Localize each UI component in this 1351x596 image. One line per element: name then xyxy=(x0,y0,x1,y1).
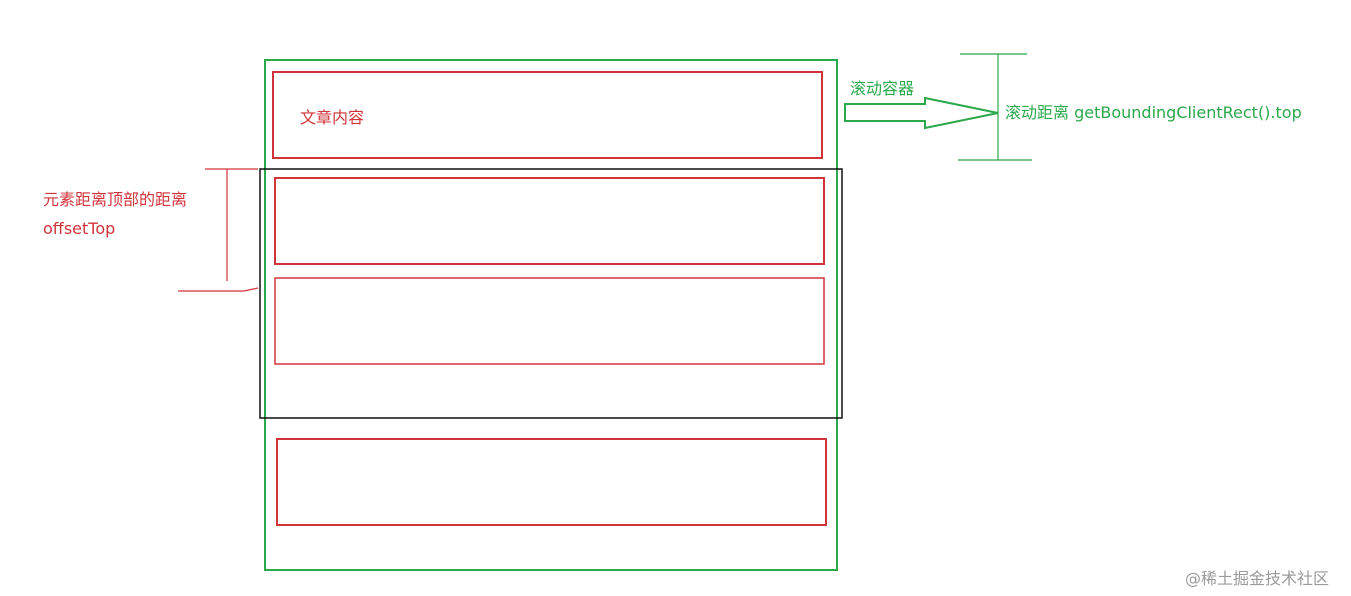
article-box-1 xyxy=(272,71,823,159)
article-box-2 xyxy=(274,177,825,265)
viewport-box xyxy=(259,168,843,419)
watermark: @稀土掘金技术社区 xyxy=(1185,569,1330,588)
scroll-container-box xyxy=(264,59,838,571)
article-box-4 xyxy=(276,438,827,526)
scroll-container-label: 滚动容器 xyxy=(850,79,915,98)
article-box-3 xyxy=(274,277,825,365)
scroll-distance-label: 滚动距离 getBoundingClientRect().top xyxy=(1005,103,1302,122)
offset-title-label: 元素距离顶部的距离 xyxy=(43,190,188,209)
article-content-label: 文章内容 xyxy=(300,108,365,127)
offset-prop-label: offsetTop xyxy=(43,219,116,238)
offset-measure-bottom-tail xyxy=(243,287,259,292)
scroll-arrow xyxy=(844,96,999,130)
